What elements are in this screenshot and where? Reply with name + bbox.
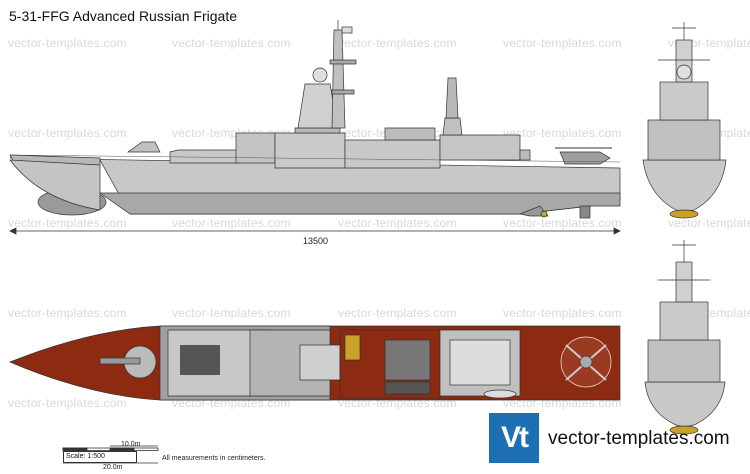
- page-title: 5-31-FFG Advanced Russian Frigate: [9, 8, 237, 24]
- watermark-row: vector-templates.com vector-templates.co…: [0, 216, 750, 230]
- watermark: vector-templates.com: [8, 126, 127, 140]
- watermark-row: vector-templates.com vector-templates.co…: [0, 36, 750, 50]
- forward-deckhouse: [169, 149, 241, 164]
- watermark: vector-templates.com: [668, 216, 750, 230]
- watermark: vector-templates.com: [503, 126, 622, 140]
- watermark: vector-templates.com: [172, 216, 291, 230]
- radar-dome: [312, 67, 328, 83]
- scale-bar: [62, 445, 159, 464]
- side-profile: [9, 20, 621, 219]
- watermark: vector-templates.com: [172, 36, 291, 50]
- watermark: vector-templates.com: [503, 36, 622, 50]
- brand-site-text: vector-templates.com: [548, 428, 730, 449]
- rear-view: [644, 240, 726, 435]
- aft-mast: [445, 77, 459, 119]
- mast-flag: [341, 26, 353, 34]
- measurement-note: All measurements in centimeters.: [162, 455, 266, 462]
- watermark: vector-templates.com: [8, 306, 127, 320]
- scale-ten-label: 10.0m: [121, 441, 141, 448]
- helicopter: [559, 151, 611, 165]
- scale-ratio-label: Scale: 1:500: [63, 451, 137, 463]
- scale-twenty-label: 20.0m: [103, 464, 123, 471]
- brand-logo-icon: Vt: [489, 413, 539, 463]
- front-view: [642, 22, 727, 219]
- watermark: vector-templates.com: [338, 36, 457, 50]
- watermark: vector-templates.com: [8, 396, 127, 410]
- watermark: vector-templates.com: [172, 306, 291, 320]
- top-view: [9, 325, 621, 401]
- forward-gun: [126, 141, 161, 153]
- main-mast: [331, 29, 346, 129]
- watermark: vector-templates.com: [503, 216, 622, 230]
- watermark-row: vector-templates.com vector-templates.co…: [0, 306, 750, 320]
- mid-deckhouse: [344, 139, 441, 169]
- watermark: vector-templates.com: [8, 36, 127, 50]
- rear-hull: [644, 381, 726, 427]
- hatch: [344, 334, 361, 361]
- vls-cells: [180, 345, 220, 375]
- aft-deckhouse: [439, 134, 521, 161]
- front-hull: [642, 159, 727, 212]
- length-label: 13500: [303, 236, 329, 246]
- watermark: vector-templates.com: [338, 306, 457, 320]
- watermark: vector-templates.com: [503, 306, 622, 320]
- length-dimension: [9, 227, 621, 235]
- bridge-block: [274, 132, 346, 169]
- watermark: vector-templates.com: [338, 216, 457, 230]
- watermark: vector-templates.com: [8, 216, 127, 230]
